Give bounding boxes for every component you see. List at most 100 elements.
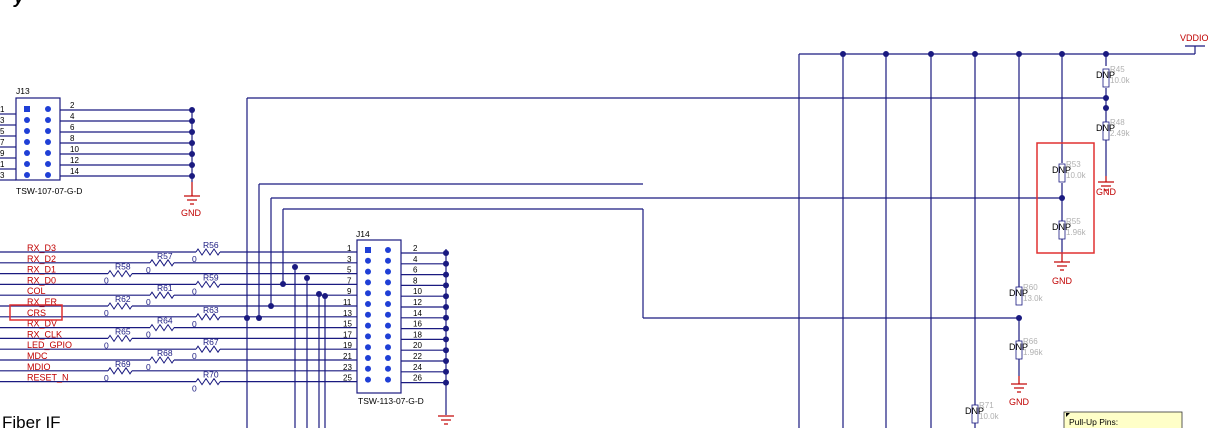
dnp-label: DNP [965,406,984,416]
j13-part: TSW-107-07-G-D [16,186,82,196]
net-label: RX_D1 [27,265,56,275]
j14-pin-dot [385,301,391,307]
dnp-label: DNP [1096,70,1115,80]
strap-resistor-symbol [1102,121,1110,141]
j14-pin-label: 8 [413,276,418,285]
strap-resistor-value: 13.0k [1023,294,1044,303]
j14-pin-dot [385,365,391,372]
j14-pin-dot [365,290,371,297]
strap-resistor-ref: R53 [1066,160,1081,169]
j13-pin-label: 4 [70,112,75,121]
j13-pin-label: 9 [0,149,5,158]
series-resistor-ref: R64 [157,316,173,326]
j14-pin-label: 4 [413,255,418,264]
strap-resistor-value: 10.0k [979,412,1000,421]
j14-pin-dot [365,279,371,286]
junction-dot [292,264,298,270]
j14-pin-label: 19 [343,341,352,350]
j14-pin-label: 12 [413,298,422,307]
strap-resistor-value: 1.96k [1066,228,1087,237]
strap-resistor-symbol [1015,286,1023,306]
strap-resistor-value: 1.96k [1023,348,1044,357]
series-resistor-ref: R57 [157,251,173,261]
series-resistor-value: 0 [146,265,151,275]
j13-pin-dot [24,161,30,167]
net-label: RX_CLK [27,329,62,339]
series-resistor-value: 0 [104,276,109,286]
dnp-label: DNP [1096,123,1115,133]
j14-pin-label: 24 [413,363,422,372]
j13-pin-dot [45,106,51,112]
series-resistor-ref: R59 [203,272,219,282]
j14-pin-dot [365,344,371,351]
j14-pin-label: 18 [413,330,422,339]
j13-pin-dot [24,150,30,156]
net-label: MDIO [27,362,51,372]
j14-pins: 1357911131517192123252468101214161820222… [343,244,449,386]
j14-pin-label: 10 [413,287,422,296]
dnp-label: DNP [1009,342,1028,352]
net-label: LED_GPIO [27,340,72,350]
j14-pin-dot [385,344,391,351]
j14-pin-label: 17 [343,330,352,339]
net-label: RX_DV [27,319,57,329]
dnp-label: DNP [1052,165,1071,175]
j14-pin-label: 25 [343,374,352,383]
series-resistor-symbol [149,323,175,332]
series-resistor-value: 0 [146,362,151,372]
net-label: CRS [27,308,46,318]
series-resistor-value: 0 [192,384,197,394]
series-resistor-symbol [107,269,133,278]
j13-pin-label: 12 [70,156,79,165]
j13-pin-dot [24,172,30,178]
gnd-symbol-r48: GND [1096,176,1117,197]
gnd-label: GND [181,208,202,218]
j14-pin-dot [365,301,371,307]
junction-dot [304,275,310,281]
net-label: RX_D3 [27,243,56,253]
junction-dot [316,291,322,297]
gnd-symbol-r66: GND [1009,376,1030,407]
series-resistor-value: 0 [192,286,197,296]
series-resistor-ref: R63 [203,305,219,315]
j14-pin-label: 1 [347,244,352,253]
j14-pin-dot [385,376,391,383]
series-resistor-value: 0 [192,319,197,329]
j14-pin-label: 2 [413,244,418,253]
series-resistor-symbol [107,302,133,310]
j13-pin-label: 1 [0,105,5,114]
j14-pin-label: 26 [413,374,422,383]
vddio-label: VDDIO [1180,33,1209,43]
page-title-fragment: y [13,0,25,7]
net-label: RESET_N [27,373,69,383]
strap-resistor-value: 10.0k [1066,171,1087,180]
j14-pin-dot [365,355,371,361]
j14-pin-label: 11 [343,298,352,307]
strap-resistor-ref: R60 [1023,283,1038,292]
j13-pin-label: 6 [70,123,75,132]
series-resistor-symbol [149,291,175,300]
series-resistor-value: 0 [146,330,151,340]
j14-pin-label: 20 [413,341,422,350]
j14-ref: J14 [356,229,370,239]
j13-pin-dot [45,139,51,145]
j14-pin-label: 7 [347,276,352,285]
j14-pin-label: 13 [343,309,352,318]
j14-pin-dot [365,268,371,275]
gnd-label-r55: GND [1052,276,1073,286]
j14-pin1-marker [365,247,371,253]
series-resistor-value: 0 [146,297,151,307]
j13-pin-dot [24,117,30,123]
j14-pin-label: 5 [347,266,352,275]
series-resistor-symbol [195,377,221,386]
j14-pin-dot [385,290,391,297]
strap-resistor-ref: R55 [1066,217,1081,226]
j13-pin1-marker [24,106,30,112]
j14-pin-dot [365,322,371,329]
j14-pin-dot [385,322,391,329]
strap-resistor-ref: R71 [979,401,994,410]
